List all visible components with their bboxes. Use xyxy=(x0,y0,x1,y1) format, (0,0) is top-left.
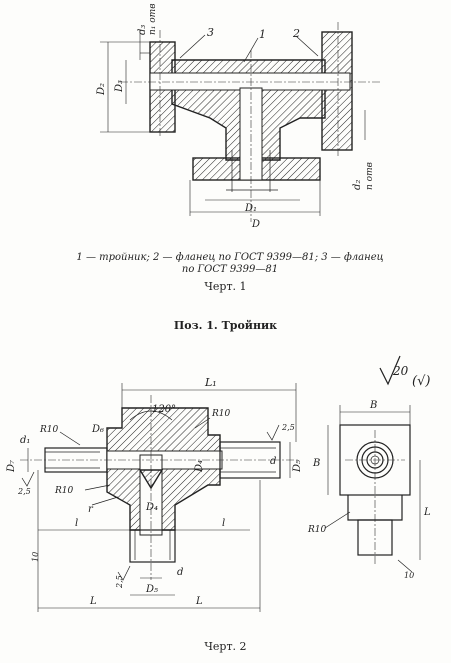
label-l-left: l xyxy=(75,518,78,529)
caption-line-2: по ГОСТ 9399—81 xyxy=(181,264,279,275)
label-D2: D₂ xyxy=(96,83,107,96)
label-L-left: L xyxy=(89,596,97,607)
label-R10-side: R10 xyxy=(307,525,327,535)
label-D5-bottom: D₅ xyxy=(145,584,158,595)
side-body xyxy=(339,424,411,496)
roughness-value: 20 xyxy=(392,364,409,378)
label-L1: L₁ xyxy=(204,376,217,389)
roughness-mark-icon xyxy=(117,565,131,581)
callout-3: 3 xyxy=(207,26,214,39)
right-flange xyxy=(321,31,353,151)
figure-1-drawing xyxy=(100,22,380,222)
label-R10-top: R10 xyxy=(211,409,231,419)
label-R10-left: R10 xyxy=(39,425,59,435)
label-d2: d₂ xyxy=(352,180,363,190)
label-10-a: 10 xyxy=(31,552,40,562)
roughness-paren: (√) xyxy=(412,374,430,389)
label-l-right: l xyxy=(222,518,225,529)
label-2-5-c: 2,5 xyxy=(115,575,124,589)
label-D1: D₁ xyxy=(244,203,257,214)
label-2-5-a: 2,5 xyxy=(281,423,295,432)
label-B-top: B xyxy=(369,400,377,411)
label-L-side: L xyxy=(423,507,431,518)
figure-2-drawing xyxy=(20,383,300,612)
label-D6: D₆ xyxy=(91,424,104,435)
label-L-right: L xyxy=(195,596,203,607)
label-D5-right: D₅ xyxy=(292,460,303,473)
label-R10-bottom: R10 xyxy=(54,486,74,496)
label-d3: d₃ xyxy=(137,25,148,35)
label-D4-top: D₄ xyxy=(194,460,205,473)
label-B-left: B xyxy=(312,458,320,469)
figure-1-caption: 1 — тройник; 2 — фланец по ГОСТ 9399—81;… xyxy=(60,252,400,276)
figure-2-side-view xyxy=(324,405,421,573)
figure-2-title: Черт. 2 xyxy=(204,640,247,653)
figure-1-title: Черт. 1 xyxy=(204,280,247,293)
label-d1: d₁ xyxy=(20,435,30,446)
label-angle: 120° xyxy=(152,404,176,415)
label-2-5-b: 2,5 xyxy=(17,487,31,496)
figure-2-labels: 20 (√) L₁ 120° R10 R10 R10 R10 D₆ d₁ D₇ … xyxy=(6,364,431,607)
figure-1-labels: d₃ n₁ отв 3 1 2 D₂ D₃ D₁ D d₂ n отв xyxy=(96,4,375,230)
section-heading: Поз. 1. Тройник xyxy=(173,319,278,332)
label-D: D xyxy=(251,219,260,230)
roughness-mark-icon xyxy=(266,424,280,441)
label-d-bottom: d xyxy=(177,567,183,578)
caption-line-1: 1 — тройник; 2 — фланец по ГОСТ 9399—81;… xyxy=(76,252,384,263)
label-n-otv: n отв xyxy=(365,162,375,190)
label-n1-otv: n₁ отв xyxy=(148,4,158,35)
label-d-right: d xyxy=(270,456,276,467)
label-D4-mid: D₄ xyxy=(145,502,158,513)
side-nipple xyxy=(357,519,393,556)
bottom-nipple xyxy=(129,529,176,563)
callout-1: 1 xyxy=(259,28,266,41)
roughness-mark-icon xyxy=(21,471,35,487)
label-10-b: 10 xyxy=(404,571,414,580)
label-r: r xyxy=(88,504,94,515)
label-D3: D₃ xyxy=(114,80,125,93)
label-D7: D₇ xyxy=(6,460,17,473)
callout-2: 2 xyxy=(292,27,300,40)
roughness-check-icon xyxy=(379,355,401,386)
